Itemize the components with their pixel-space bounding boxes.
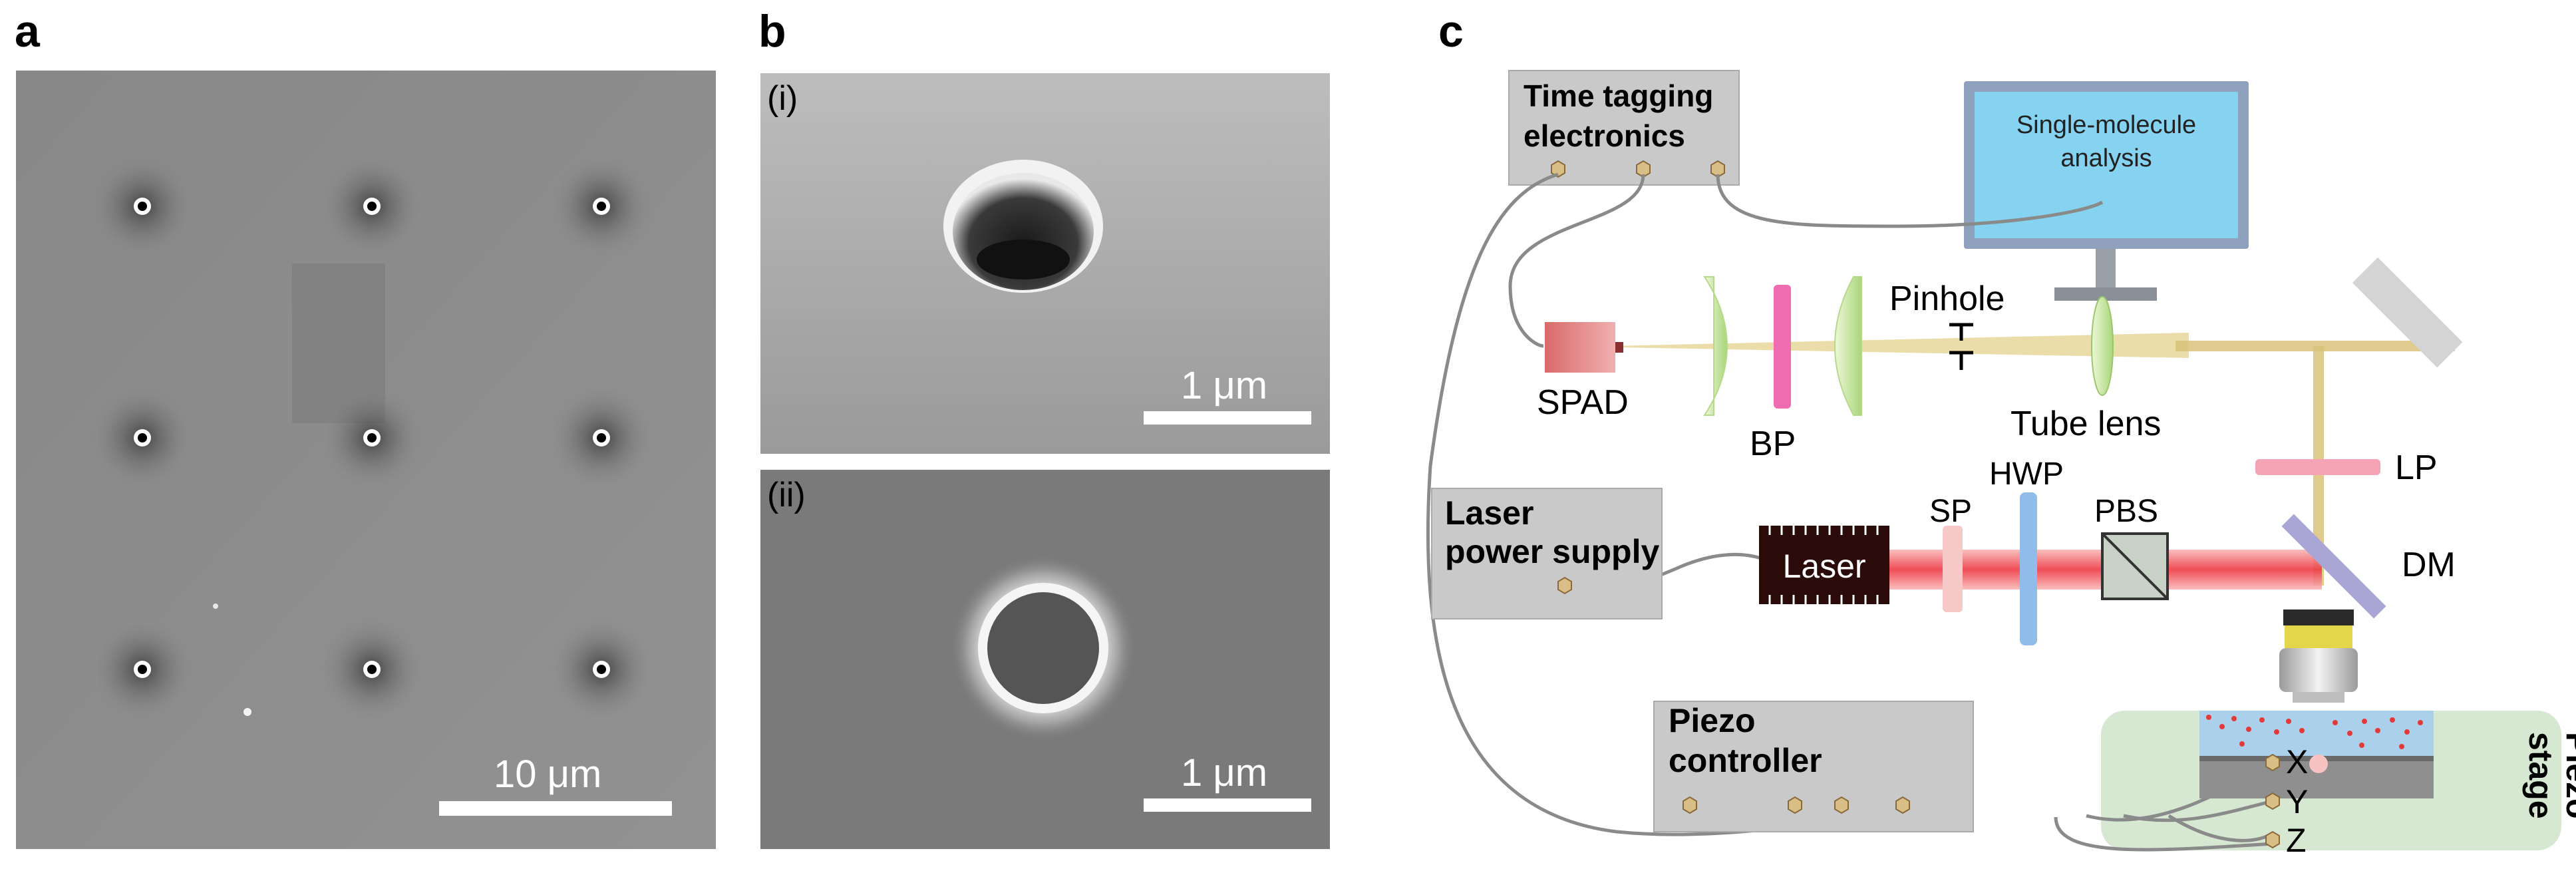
nanopore: [319, 385, 425, 491]
connector-port: [1710, 160, 1725, 178]
monitor-screen: [1975, 92, 2238, 238]
connector-port-x: [2265, 753, 2280, 772]
dm-label: DM: [2402, 546, 2456, 584]
laser-power-label-1: Laser: [1445, 494, 1533, 532]
panel-b-ii-tag: (ii): [767, 476, 806, 514]
lens: [1703, 276, 1728, 416]
tube-lens: Tube lens: [2011, 296, 2161, 443]
pbs-label: PBS: [2094, 494, 2158, 529]
connector-port-z: [2265, 830, 2280, 849]
dust-particle: [213, 604, 218, 609]
bp-filter: [1774, 285, 1791, 409]
piezo-controller-label-1: Piezo: [1669, 702, 1756, 739]
dm-mirror: [2281, 514, 2386, 619]
panel-a-sem-image: 10 μm: [16, 71, 716, 849]
nanopore: [89, 616, 196, 723]
sp-label: SP: [1929, 494, 1972, 529]
connector-port: [1683, 796, 1697, 814]
time-tagging-label-2: electronics: [1524, 118, 1685, 153]
panel-b-i-scale-label: 1 μm: [1181, 364, 1268, 407]
panel-b-ii-scale-label: 1 μm: [1181, 751, 1268, 794]
lp-label: LP: [2395, 448, 2438, 487]
panel-a-scale-label: 10 μm: [494, 753, 602, 796]
panel-c-letter: c: [1438, 6, 1464, 57]
piezo-stage-label-1: Piezo: [2559, 732, 2576, 819]
z-label: Z: [2286, 822, 2307, 859]
panel-b-ii-sem-image: (ii) 1 μm: [760, 470, 1330, 849]
connector-port: [1636, 160, 1651, 178]
piezo-controller-label-2: controller: [1669, 742, 1822, 779]
panel-b-i-svg: [760, 73, 1330, 454]
laser-head: Laser: [1759, 526, 1889, 604]
pore-opening: [987, 592, 1099, 704]
panel-b-i-tag: (i): [767, 79, 798, 118]
lens: [1834, 276, 1862, 416]
connector-port: [1557, 576, 1572, 595]
panel-b-i-sem-image: (i) 1 μm: [760, 73, 1330, 454]
pinhole-label: Pinhole: [1889, 279, 2005, 318]
pinhole: Pinhole: [1889, 279, 2005, 370]
panel-b-ii-scale-bar: [1144, 798, 1311, 812]
hwp-plate: [2020, 492, 2037, 645]
nanopore: [89, 385, 196, 491]
time-tagging-label-1: Time tagging: [1524, 79, 1713, 113]
monitor-label-1: Single-molecule: [2016, 111, 2196, 139]
laser-power-label-2: power supply: [1445, 533, 1659, 570]
hwp-label: HWP: [1989, 456, 2064, 492]
panel-b-ii-svg: [760, 470, 1330, 849]
connector-port: [1551, 160, 1565, 178]
connector-port-y: [2265, 792, 2280, 810]
mirror: [2352, 257, 2463, 368]
nanopore: [548, 153, 655, 260]
tube-lens-label: Tube lens: [2011, 405, 2161, 443]
panel-a-sem-svg: [16, 71, 716, 849]
focal-spot: [2309, 755, 2328, 773]
nanopore: [548, 616, 655, 723]
connector-port: [1788, 796, 1802, 814]
monitor: Single-molecule analysis: [1964, 81, 2249, 301]
nanopore: [319, 153, 425, 260]
panel-b-letter: b: [758, 6, 786, 57]
x-label: X: [2286, 743, 2308, 781]
time-tagging-electronics-box: Time tagging electronics: [1508, 70, 1740, 186]
panel-a-scale-bar: [439, 801, 672, 816]
monitor-label-2: analysis: [2060, 144, 2152, 172]
piezo-stage-label-2: stage: [2522, 732, 2559, 819]
panel-a-letter: a: [15, 6, 40, 57]
spad-detector: SPAD: [1537, 322, 1629, 422]
laser-power-supply-box: Laser power supply: [1431, 488, 1663, 619]
nanopore: [319, 616, 425, 723]
nanopore: [548, 385, 655, 491]
sample-chip: [2199, 711, 2434, 798]
y-label: Y: [2286, 783, 2308, 820]
pbs-cube: PBS: [2094, 494, 2169, 600]
piezo-controller-box: Piezo controller: [1653, 701, 1974, 832]
nanopore-array: [89, 153, 655, 723]
connector-port: [1834, 796, 1849, 814]
panel-b-i-scale-bar: [1144, 411, 1311, 425]
objective-lens: [2279, 609, 2358, 703]
panel-c-schematic: Time tagging electronics Single-molecule…: [1426, 70, 2576, 859]
dust-particle: [243, 708, 251, 716]
lp-filter: [2255, 459, 2380, 475]
molecules: [2206, 715, 2423, 749]
bp-label: BP: [1750, 425, 1796, 463]
connector-port: [1895, 796, 1910, 814]
laser-label: Laser: [1782, 548, 1865, 585]
nanopore: [89, 153, 196, 260]
sp-filter: [1943, 526, 1963, 612]
spad-label: SPAD: [1537, 383, 1629, 422]
